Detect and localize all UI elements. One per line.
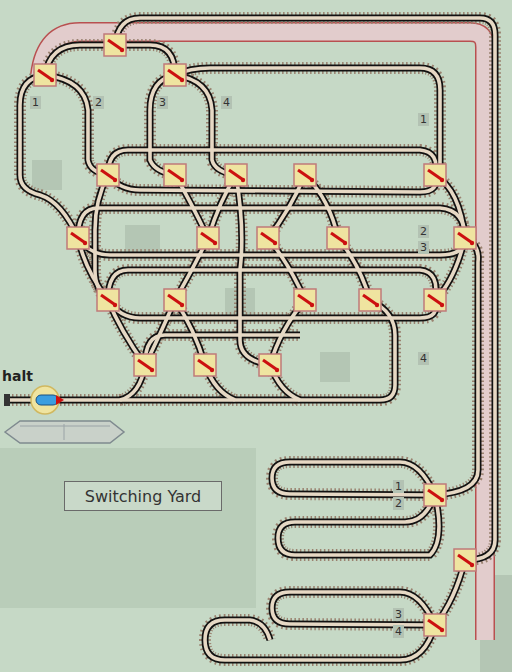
yard-sign: Switching Yard — [64, 481, 222, 511]
track-number: 3 — [393, 608, 404, 621]
track-number: 4 — [418, 352, 429, 365]
sign-text: Switching Yard — [85, 487, 202, 506]
track-number: 2 — [93, 96, 104, 109]
track-number: 4 — [221, 96, 232, 109]
track-number: 1 — [418, 113, 429, 126]
track-number: 3 — [157, 96, 168, 109]
track-number: 2 — [418, 225, 429, 238]
station-label: halt — [2, 368, 33, 384]
track-number: 1 — [30, 96, 41, 109]
track-number: 4 — [393, 625, 404, 638]
track-number: 2 — [393, 497, 404, 510]
track-number: 1 — [393, 480, 404, 493]
track-number: 3 — [418, 241, 429, 254]
